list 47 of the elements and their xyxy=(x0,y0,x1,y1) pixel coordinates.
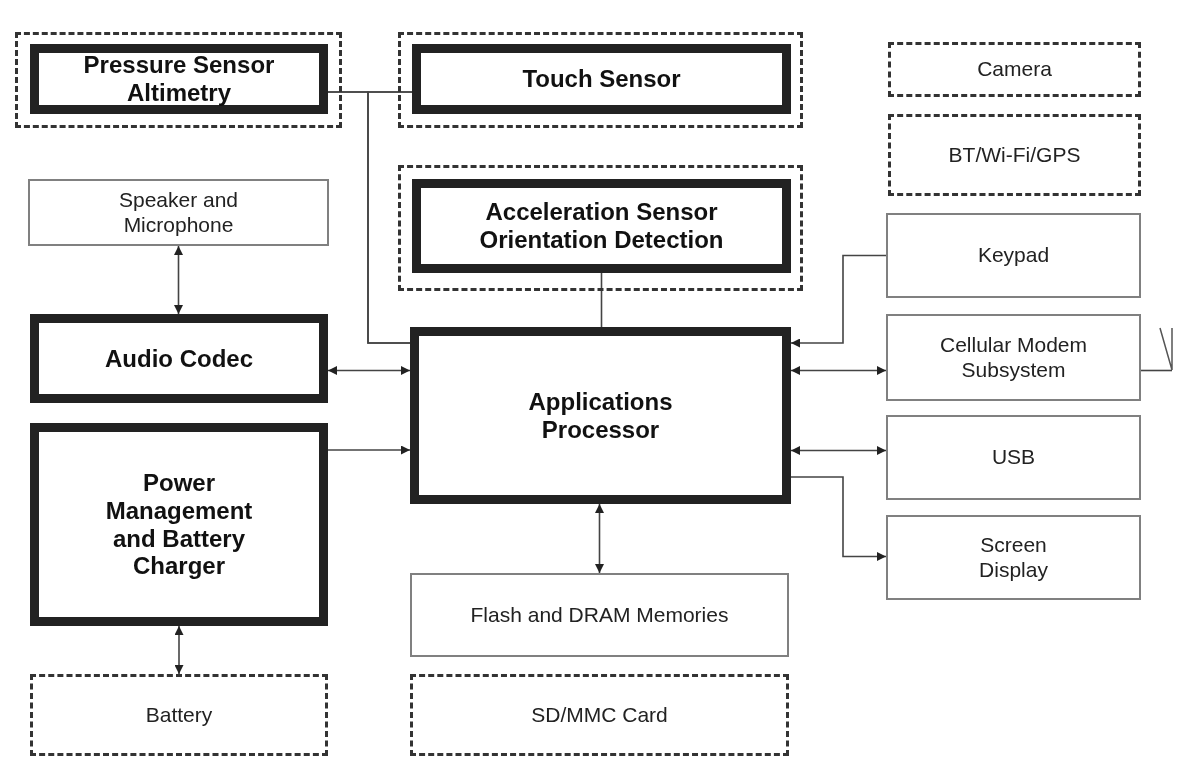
component-box xyxy=(30,44,328,114)
arrow xyxy=(790,476,887,561)
component-box xyxy=(410,573,789,657)
connector-line xyxy=(1140,369,1173,372)
component-label: Power Management and Battery Charger xyxy=(104,469,254,580)
component-label: SD/MMC Card xyxy=(530,702,669,728)
arrow xyxy=(327,445,411,455)
component-label: Keypad xyxy=(976,243,1051,268)
component-label: Screen Display xyxy=(978,533,1049,582)
arrow xyxy=(174,245,183,315)
optional-component-box xyxy=(410,674,789,756)
arrow xyxy=(595,503,604,574)
component-label: Camera xyxy=(976,57,1053,82)
component-label: Speaker and Microphone xyxy=(117,188,240,237)
component-label: USB xyxy=(990,445,1037,470)
optional-component-box xyxy=(888,114,1141,196)
component-box xyxy=(410,327,791,504)
connector-line xyxy=(600,272,603,328)
component-box xyxy=(28,179,329,246)
component-label: Acceleration Sensor Orientation Detection xyxy=(478,198,725,254)
component-box xyxy=(886,415,1141,500)
component-box xyxy=(30,423,328,626)
component-label: BT/Wi-Fi/GPS xyxy=(947,142,1082,168)
component-box xyxy=(412,44,791,114)
arrow xyxy=(790,254,887,348)
optional-component-box xyxy=(15,32,342,128)
optional-component-box xyxy=(398,32,803,128)
optional-component-box xyxy=(888,42,1141,97)
arrow xyxy=(790,446,887,455)
optional-component-box xyxy=(398,165,803,291)
component-label: Battery xyxy=(144,702,214,728)
component-box xyxy=(886,515,1141,600)
component-box xyxy=(886,314,1141,401)
component-label: Applications Processor xyxy=(527,387,674,444)
arrow xyxy=(790,366,887,375)
optional-component-box xyxy=(30,674,328,756)
component-box xyxy=(886,213,1141,298)
component-label: Cellular Modem Subsystem xyxy=(938,333,1089,382)
arrow xyxy=(174,625,184,675)
component-label: Pressure Sensor Altimetry xyxy=(82,51,276,107)
component-label: Audio Codec xyxy=(104,344,254,373)
component-label: Touch Sensor xyxy=(521,65,682,93)
component-label: Flash and DRAM Memories xyxy=(469,602,730,628)
component-box xyxy=(412,179,791,273)
connector-line xyxy=(367,91,413,344)
component-box xyxy=(30,314,328,403)
arrow xyxy=(327,366,411,375)
